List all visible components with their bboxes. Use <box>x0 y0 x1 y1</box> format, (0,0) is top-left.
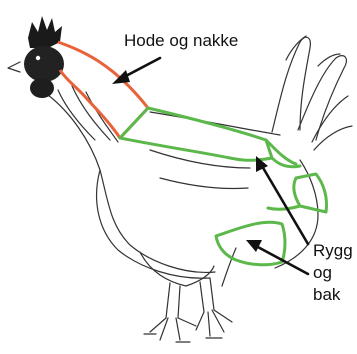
head-neck-label: Hode og nakke <box>124 31 239 50</box>
back-label: Rygg og bak <box>313 240 353 306</box>
rooster-head <box>24 16 64 98</box>
head-neck-region <box>57 40 150 140</box>
comb <box>28 16 62 48</box>
eye <box>35 55 41 61</box>
back-region <box>118 106 328 267</box>
arrow-back-lower <box>246 240 310 276</box>
back-label-line-3: bak <box>313 285 341 304</box>
arrows <box>112 56 310 276</box>
back-label-line-1: Rygg <box>313 241 353 260</box>
rooster-outline <box>7 35 353 343</box>
head <box>24 46 64 82</box>
arrow-back-upper <box>256 156 310 246</box>
wattle <box>30 78 54 98</box>
arrow-head-neck <box>112 56 162 84</box>
back-label-line-2: og <box>313 263 332 282</box>
